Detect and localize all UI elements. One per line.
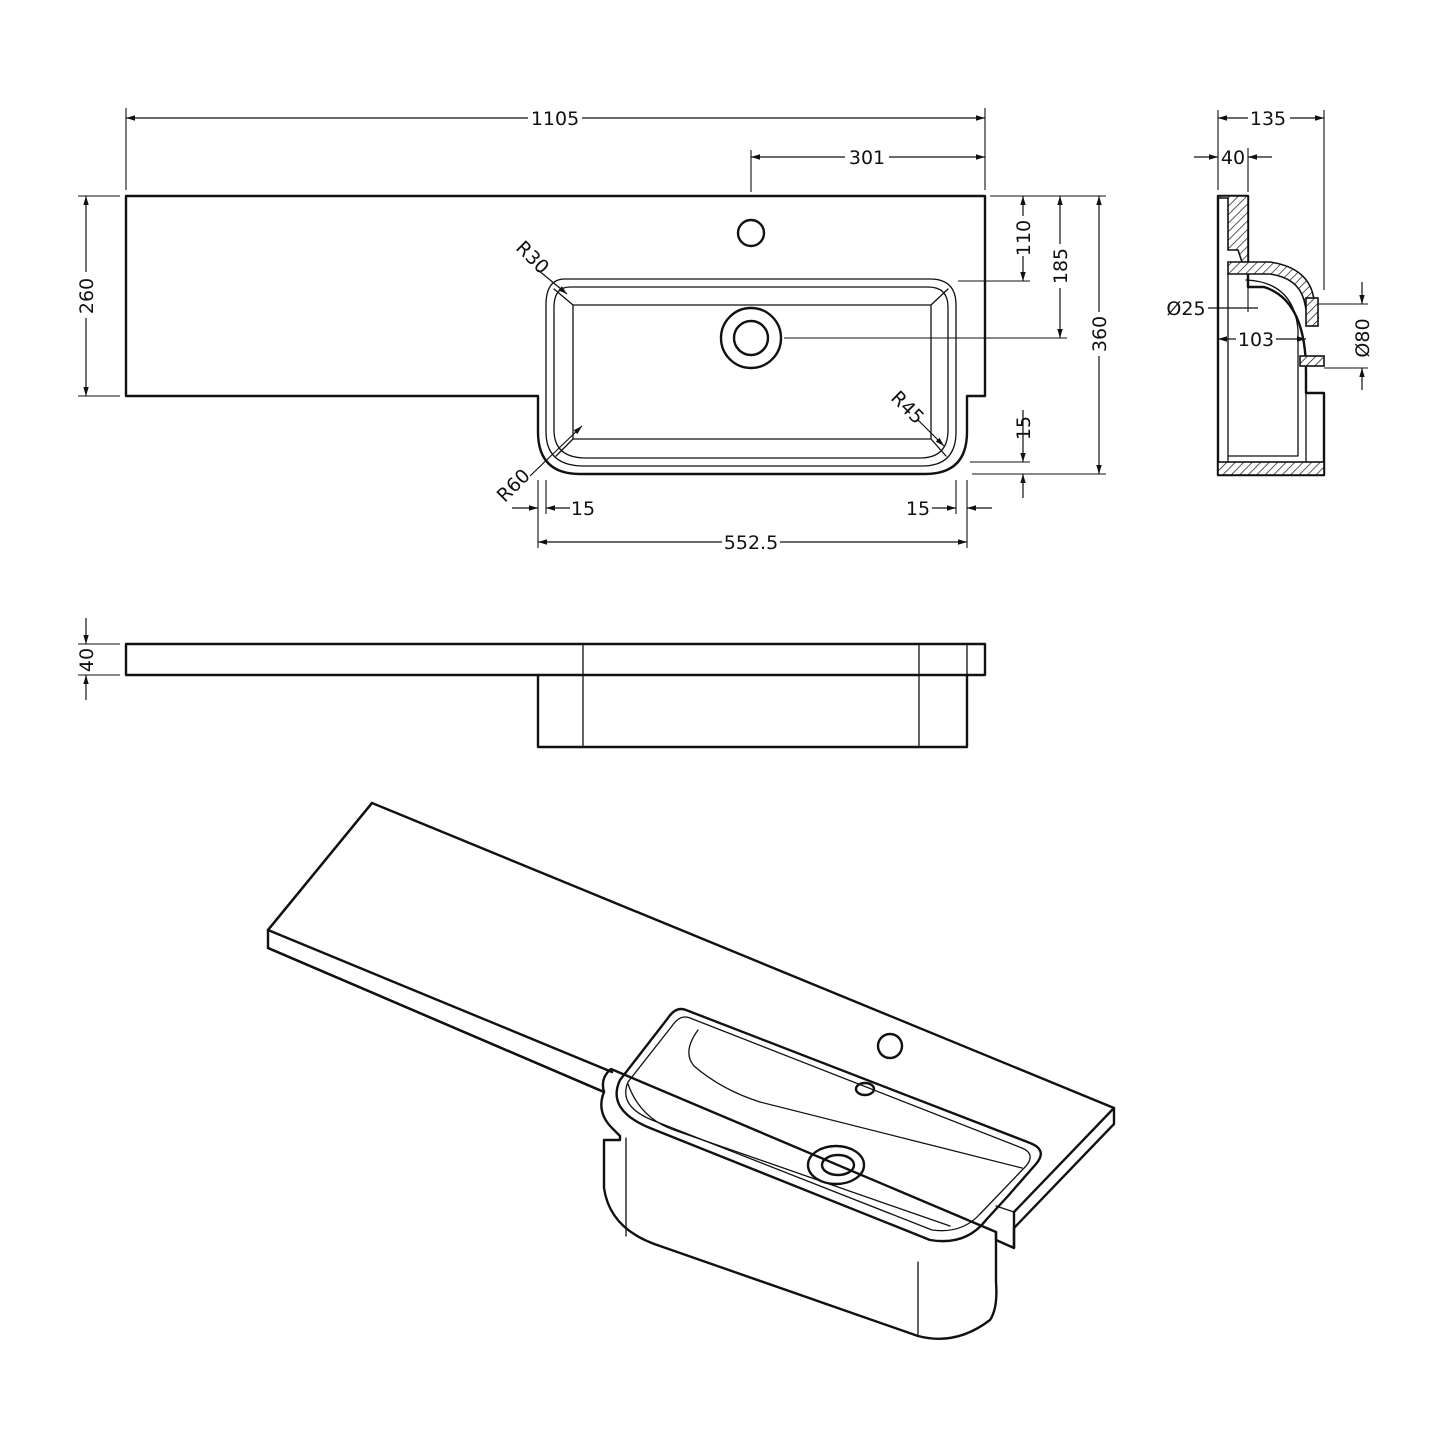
side-overflow-hatch (1305, 297, 1319, 327)
dim-tap-offset: 301 (849, 147, 885, 169)
front-deck (124, 642, 987, 677)
side-outline (1216, 194, 1326, 477)
iso-bowl-body (600, 1090, 998, 1340)
dim-side-thickness: 40 (1221, 147, 1245, 169)
side-deck-hatch (1217, 195, 1249, 263)
dim-side-depth: 135 (1250, 108, 1286, 130)
dim-waste-offset: 103 (1238, 329, 1274, 351)
iso-overflow (854, 1081, 876, 1097)
plan-view (124, 194, 987, 476)
waste-outer (719, 306, 783, 370)
dim-lip-right: 15 (906, 498, 930, 520)
dim-deck-thickness: 40 (76, 648, 98, 672)
iso-tap-hole (876, 1032, 904, 1060)
dim-bowl-centre: 185 (1050, 248, 1072, 284)
iso-bowl-inner (688, 1029, 1023, 1169)
plan-outline (124, 194, 987, 476)
dim-radius-inner-top: R30 (511, 237, 553, 279)
dim-deck-depth: 260 (76, 278, 98, 314)
dim-lip-depth: 15 (1013, 416, 1035, 440)
iso-bowl-rim (615, 1007, 1042, 1243)
plan-bowl-inner-rim (553, 286, 949, 459)
iso-waste-inner (820, 1153, 856, 1177)
iso-waste-outer (806, 1144, 866, 1186)
plan-bowl-outer-rim (545, 278, 957, 467)
isometric-view (266, 801, 1116, 1340)
dim-tap-to-bowl: 110 (1013, 220, 1035, 256)
front-bowl (536, 673, 969, 749)
dim-radius-outer-front: R60 (493, 465, 535, 507)
dim-waste-diameter: Ø80 (1352, 318, 1374, 357)
dim-total-depth: 360 (1089, 316, 1111, 352)
side-section: 135 40 Ø25 103 Ø80 (1166, 108, 1374, 477)
side-base-hatch (1217, 461, 1325, 476)
dim-bowl-width: 552.5 (724, 532, 778, 554)
dim-overall-width: 1105 (531, 108, 579, 130)
plan-bowl-floor (572, 304, 932, 440)
dim-tap-hole-diameter: Ø25 (1166, 298, 1205, 320)
side-waste-hatch (1299, 355, 1325, 367)
iso-deck-top (266, 801, 1116, 1250)
waste-inner (732, 319, 770, 357)
dim-lip-left: 15 (571, 498, 595, 520)
front-elevation: 40 (76, 618, 987, 749)
dim-radius-bowl-corner: R45 (886, 387, 928, 429)
tap-hole (736, 218, 766, 248)
